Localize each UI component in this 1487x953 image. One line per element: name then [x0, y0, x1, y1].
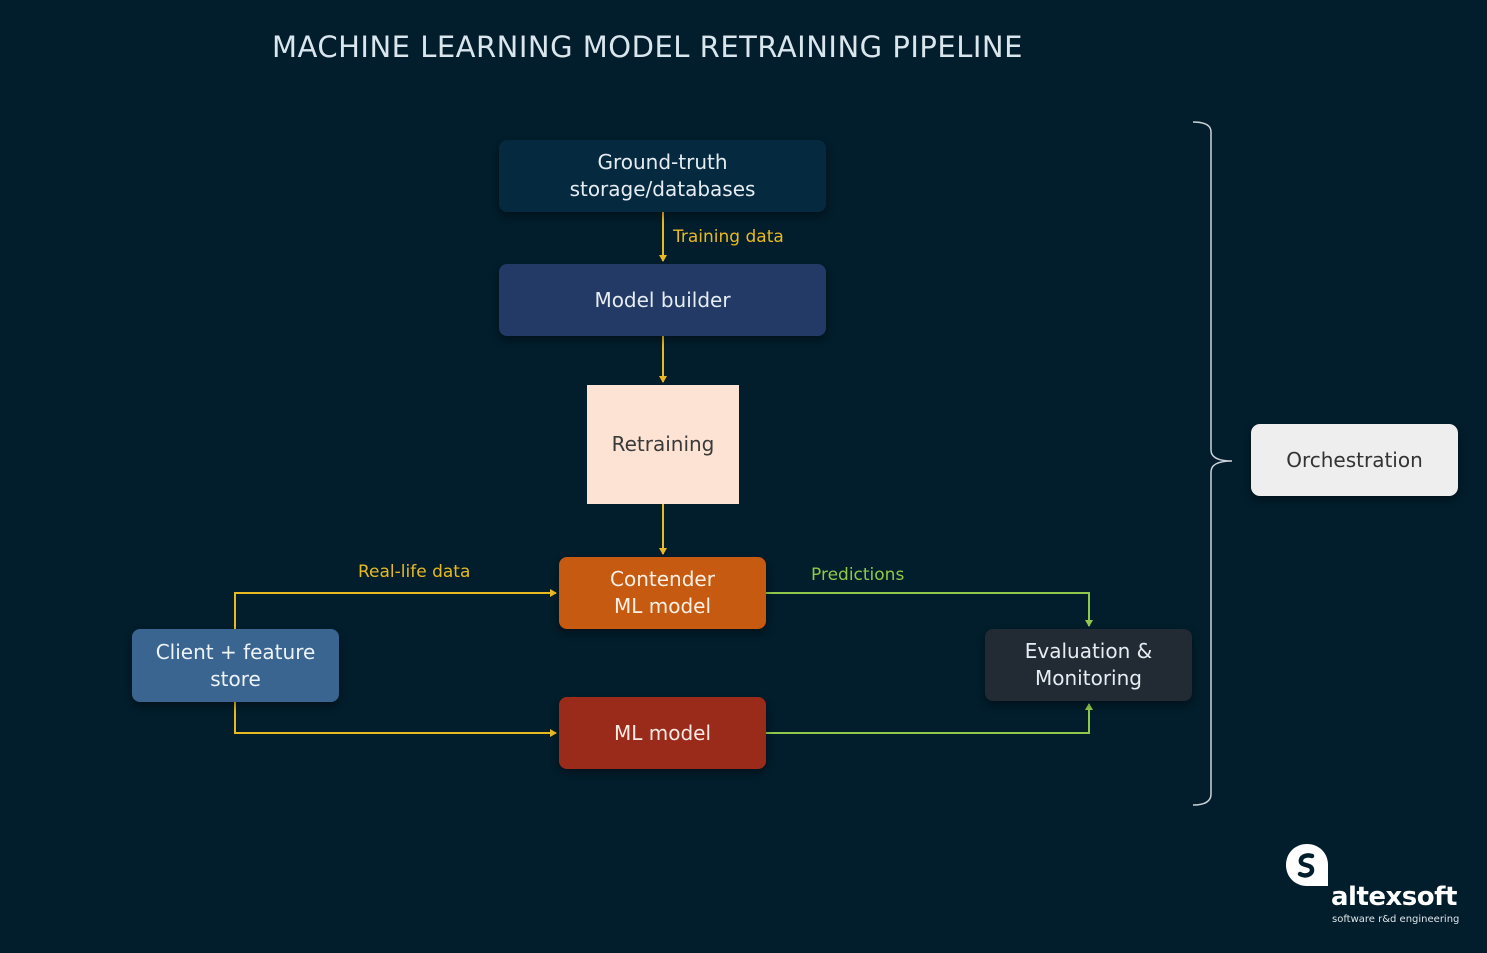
arrow-client-to-contender [234, 589, 557, 629]
altexsoft-logo: altexsoft software r&d engineering [1284, 842, 1464, 932]
ml-model-label: ML model [613, 720, 712, 745]
client-feature-store-label: Client + feature store [155, 639, 316, 691]
ground-truth-storage-node: Ground-truth storage/databases [499, 140, 826, 212]
altexsoft-logo-icon [1286, 844, 1328, 886]
arrow-contender-to-evaluation [766, 592, 1093, 627]
evaluation-monitoring-label: Evaluation & Monitoring [1024, 639, 1153, 690]
diagram-title: MACHINE LEARNING MODEL RETRAINING PIPELI… [272, 30, 1023, 64]
orchestration-label: Orchestration [1286, 447, 1423, 472]
altexsoft-logo-name: altexsoft [1331, 882, 1457, 912]
client-feature-store-node: Client + feature store [132, 629, 339, 702]
training-data-label: Training data [673, 227, 784, 247]
predictions-label: Predictions [811, 565, 905, 585]
retraining-node: Retraining [587, 385, 739, 504]
altexsoft-logo-tagline: software r&d engineering [1332, 914, 1460, 925]
contender-ml-model-node: Contender ML model [559, 557, 766, 629]
arrow-client-to-ml-model [234, 702, 557, 737]
arrow-ml-model-to-evaluation [766, 703, 1093, 734]
contender-ml-model-label: Contender ML model [610, 567, 715, 618]
ground-truth-storage-label: Ground-truth storage/databases [569, 150, 756, 201]
retraining-label: Retraining [611, 432, 715, 456]
model-builder-label: Model builder [594, 287, 731, 312]
model-builder-node: Model builder [499, 264, 826, 336]
ml-model-node: ML model [559, 697, 766, 769]
evaluation-monitoring-node: Evaluation & Monitoring [985, 629, 1192, 701]
orchestration-node: Orchestration [1251, 424, 1458, 496]
orchestration-bracket [1192, 121, 1233, 806]
real-life-data-label: Real-life data [358, 562, 471, 582]
